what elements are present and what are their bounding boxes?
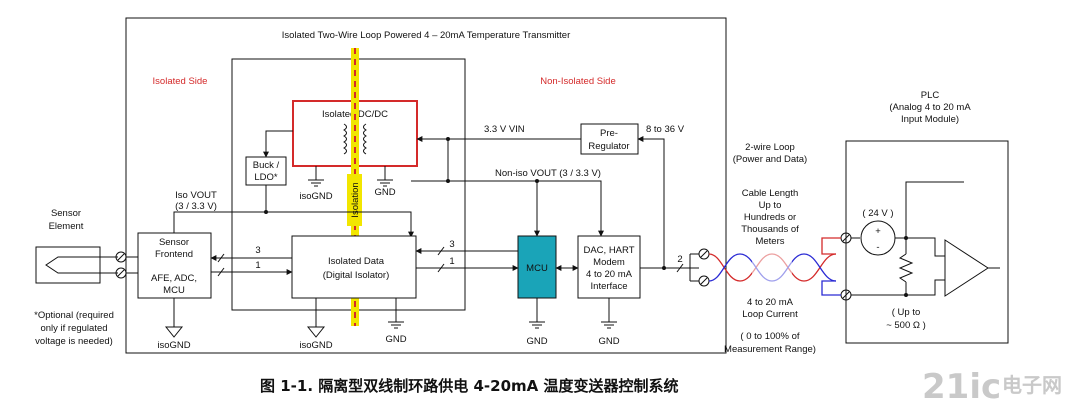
- dac-hart-box: [577, 235, 641, 299]
- loop-current-label-2: Loop Current: [742, 309, 798, 320]
- bus-3-left-label: 3: [255, 245, 260, 256]
- sensor-frontend-box: [137, 232, 212, 299]
- loop-to-preregulator: [637, 136, 665, 268]
- sensor-frontend-label-1: Sensor: [159, 237, 189, 248]
- iso-vout-label-2: (3 / 3.3 V): [175, 201, 217, 212]
- vrange-label: 8 to 36 V: [646, 124, 685, 135]
- sensor-frontend-label-3: AFE, ADC,: [151, 273, 197, 284]
- dac-hart-label-2: Modem: [593, 257, 625, 268]
- optional-note-2: only if regulated: [40, 323, 107, 334]
- cable-dash-mask: [752, 250, 792, 286]
- range-label-2: Measurement Range): [724, 344, 816, 355]
- buck-ldo-label-1: Buck /: [253, 160, 280, 171]
- loop-wire-red: [821, 237, 841, 255]
- optional-note-3: voltage is needed): [35, 336, 113, 347]
- isolation-label-bg: [347, 174, 362, 226]
- gnd-label-mcu: GND: [526, 336, 547, 347]
- sensor-element-label-1: Sensor: [51, 208, 81, 219]
- isolated-side-label: Isolated Side: [153, 76, 208, 87]
- bus-1-left-label: 1: [255, 260, 260, 271]
- gnd-label-isodata: GND: [385, 334, 406, 345]
- minus-sign: -: [876, 242, 879, 253]
- figure-caption: 图 1-1. 隔离型双线制环路供电 4-20mA 温度变送器控制系统: [260, 377, 678, 395]
- sensor-element-label-2: Element: [49, 221, 84, 232]
- optional-note-1: *Optional (required: [34, 310, 114, 321]
- screw-terminal-icon: [115, 251, 127, 279]
- loop-wire-blue: [821, 280, 841, 296]
- iso-data-label-1: Isolated Data: [328, 256, 385, 267]
- buck-ldo-label-2: LDO*: [254, 172, 278, 183]
- non-iso-vout-label: Non-iso VOUT (3 / 3.3 V): [495, 168, 601, 179]
- range-label-1: ( 0 to 100% of: [740, 331, 800, 342]
- thermocouple-icon: [45, 256, 100, 274]
- isognd-label-frontend: isoGND: [157, 340, 190, 351]
- iso-vout-rail: [173, 211, 414, 238]
- gnd-label-dac: GND: [598, 336, 619, 347]
- iso-vout-label-1: Iso VOUT: [175, 190, 217, 201]
- up-to-label-2: ~ 500 Ω ): [886, 320, 926, 331]
- cable-label-4: Thousands of: [741, 224, 799, 235]
- watermark-logo: 21ic: [922, 367, 1001, 406]
- plc-label-1: PLC: [921, 90, 940, 101]
- cable-label-5: Meters: [755, 236, 784, 247]
- two-wire-label-2: (Power and Data): [733, 154, 807, 165]
- loop-current-label-1: 4 to 20 mA: [747, 297, 794, 308]
- plc-label-3: Input Module): [901, 114, 959, 125]
- cable-label-2: Up to: [759, 200, 782, 211]
- dac-hart-label-4: Interface: [591, 281, 628, 292]
- dcdc-to-buck-wire: [263, 130, 293, 158]
- isognd-label-dcdc: isoGND: [299, 191, 332, 202]
- pre-regulator-label-2: Regulator: [588, 141, 629, 152]
- isolation-label: Isolation: [350, 182, 361, 217]
- resistor-icon: [898, 253, 914, 283]
- plc-box: [845, 140, 1009, 344]
- dac-hart-label-3: 4 to 20 mA: [586, 269, 633, 280]
- isognd-label-isodata: isoGND: [299, 340, 332, 351]
- mcu-label: MCU: [526, 263, 548, 274]
- bus-1-right-label: 1: [449, 256, 454, 267]
- iso-data-label-2: (Digital Isolator): [323, 270, 390, 281]
- dac-hart-label-1: DAC, HART: [583, 245, 634, 256]
- transmitter-title: Isolated Two-Wire Loop Powered 4 – 20mA …: [282, 30, 570, 41]
- pre-regulator-label-1: Pre-: [600, 128, 618, 139]
- bus-2-label: 2: [677, 254, 682, 265]
- amplifier-icon: [944, 239, 989, 297]
- bus-3-right-label: 3: [449, 239, 454, 250]
- cable-label-1: Cable Length: [742, 188, 799, 199]
- gnd-label-dcdc: GND: [374, 187, 395, 198]
- junction: [264, 210, 268, 214]
- non-isolated-side-label: Non-Isolated Side: [540, 76, 616, 87]
- iso-data-box: [291, 235, 417, 299]
- sensor-frontend-label-4: MCU: [163, 285, 185, 296]
- plc-label-2: (Analog 4 to 20 mA: [889, 102, 971, 113]
- watermark-sub: 电子网: [1002, 373, 1062, 397]
- junction: [662, 266, 666, 270]
- up-to-label-1: ( Up to: [892, 307, 921, 318]
- vin-to-nonisovout: [447, 139, 604, 237]
- v24-label: ( 24 V ): [862, 208, 893, 219]
- sensor-frontend-label-2: Frontend: [155, 249, 193, 260]
- two-wire-label-1: 2-wire Loop: [745, 142, 795, 153]
- vin-label: 3.3 V VIN: [484, 124, 525, 135]
- plus-sign: +: [875, 226, 881, 237]
- cable-label-3: Hundreds or: [744, 212, 796, 223]
- pre-regulator-box: [580, 123, 639, 155]
